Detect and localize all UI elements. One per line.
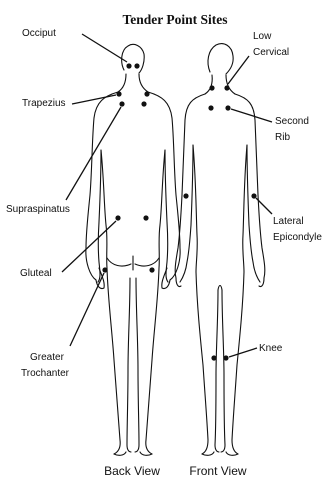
label-greater-trochanter-line1: Greater xyxy=(30,352,65,363)
knee-right-dot xyxy=(223,355,228,360)
second-rib-right-dot xyxy=(225,105,230,110)
second-rib-left-dot xyxy=(208,105,213,110)
knee-left-dot xyxy=(211,355,216,360)
back-view-caption: Back View xyxy=(104,464,160,478)
lateral-epicondyle-left-dot xyxy=(183,193,188,198)
supraspinatus-right-dot xyxy=(141,101,146,106)
label-supraspinatus: Supraspinatus xyxy=(6,204,70,215)
trapezius-right-dot xyxy=(144,91,149,96)
diagram-title: Tender Point Sites xyxy=(122,12,227,27)
lateral-epicondyle-right-dot xyxy=(251,193,256,198)
label-greater-trochanter-line2: Trochanter xyxy=(21,368,70,379)
greater-trochanter-left-dot xyxy=(102,267,107,272)
occiput-right-dot xyxy=(134,63,139,68)
label-second-rib-line2: Rib xyxy=(275,132,290,143)
label-knee: Knee xyxy=(259,343,283,354)
label-second-rib-line1: Second xyxy=(275,116,309,127)
trapezius-left-dot xyxy=(116,91,121,96)
label-gluteal: Gluteal xyxy=(20,268,52,279)
gluteal-left-dot xyxy=(115,215,120,220)
low-cervical-left-dot xyxy=(209,85,214,90)
label-low-cervical-line1: Low xyxy=(253,31,272,42)
greater-trochanter-right-dot xyxy=(149,267,154,272)
occiput-left-dot xyxy=(126,63,131,68)
label-low-cervical-line2: Cervical xyxy=(253,47,289,58)
gluteal-right-dot xyxy=(143,215,148,220)
supraspinatus-left-dot xyxy=(119,101,124,106)
label-occiput: Occiput xyxy=(22,28,56,39)
front-view-caption: Front View xyxy=(189,464,246,478)
label-lateral-epicondyle-line1: Lateral xyxy=(273,216,304,227)
label-lateral-epicondyle-line2: Epicondyle xyxy=(273,232,322,243)
label-trapezius: Trapezius xyxy=(22,98,66,109)
low-cervical-right-dot xyxy=(224,85,229,90)
